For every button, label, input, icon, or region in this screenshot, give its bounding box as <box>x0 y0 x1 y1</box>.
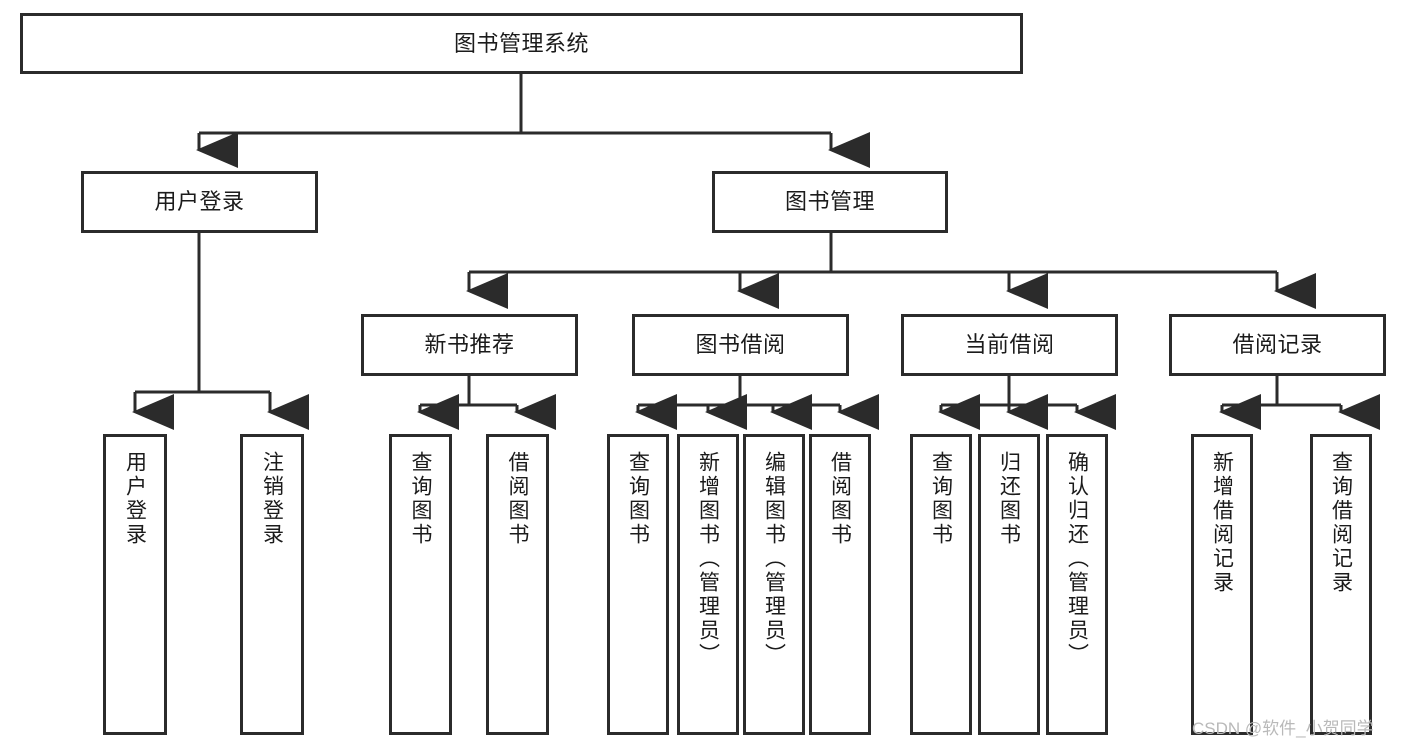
leaf-query-book-current[interactable]: 查询图书 <box>910 434 972 735</box>
leaf-query-book-recommend-label: 查询图书 <box>409 451 432 547</box>
node-book-management-label: 图书管理 <box>784 189 875 215</box>
node-book-borrow-label: 图书借阅 <box>695 332 786 358</box>
leaf-edit-book-admin[interactable]: 编辑图书（管理员） <box>743 434 805 735</box>
leaf-borrow-book-label: 借阅图书 <box>828 451 852 547</box>
leaf-query-book-recommend[interactable]: 查询图书 <box>389 434 452 735</box>
leaf-return-book-label: 归还图书 <box>997 451 1021 547</box>
leaf-user-login-label: 用户登录 <box>123 451 147 547</box>
leaf-logout[interactable]: 注销登录 <box>240 434 304 735</box>
node-current-borrow[interactable]: 当前借阅 <box>901 314 1118 376</box>
leaf-borrow-book-recommend-label: 借阅图书 <box>506 451 529 547</box>
node-user-login-label: 用户登录 <box>154 189 245 215</box>
leaf-borrow-book-recommend[interactable]: 借阅图书 <box>486 434 549 735</box>
leaf-add-borrow-record[interactable]: 新增借阅记录 <box>1191 434 1253 735</box>
node-borrow-records-label: 借阅记录 <box>1232 332 1323 358</box>
leaf-query-book-borrow[interactable]: 查询图书 <box>607 434 669 735</box>
node-book-management[interactable]: 图书管理 <box>712 171 948 233</box>
csdn-watermark: CSDN @软件_小贺同学 <box>1192 719 1374 738</box>
node-book-borrow[interactable]: 图书借阅 <box>632 314 849 376</box>
leaf-query-book-borrow-label: 查询图书 <box>626 451 650 547</box>
leaf-confirm-return-admin[interactable]: 确认归还（管理员） <box>1046 434 1108 735</box>
leaf-add-book-admin-label: 新增图书（管理员） <box>696 451 720 667</box>
leaf-user-login[interactable]: 用户登录 <box>103 434 167 735</box>
node-new-book-recommend[interactable]: 新书推荐 <box>361 314 578 376</box>
leaf-query-borrow-record[interactable]: 查询借阅记录 <box>1310 434 1372 735</box>
leaf-borrow-book[interactable]: 借阅图书 <box>809 434 871 735</box>
node-borrow-records[interactable]: 借阅记录 <box>1169 314 1386 376</box>
leaf-confirm-return-admin-label: 确认归还（管理员） <box>1065 451 1089 667</box>
node-root[interactable]: 图书管理系统 <box>20 13 1023 74</box>
node-root-label: 图书管理系统 <box>453 30 589 56</box>
leaf-query-borrow-record-label: 查询借阅记录 <box>1329 451 1353 595</box>
leaf-add-book-admin[interactable]: 新增图书（管理员） <box>677 434 739 735</box>
node-current-borrow-label: 当前借阅 <box>964 332 1055 358</box>
leaf-return-book[interactable]: 归还图书 <box>978 434 1040 735</box>
node-user-login[interactable]: 用户登录 <box>81 171 318 233</box>
leaf-logout-label: 注销登录 <box>260 451 284 547</box>
leaf-query-book-current-label: 查询图书 <box>929 451 953 547</box>
node-new-book-recommend-label: 新书推荐 <box>424 332 515 358</box>
leaf-add-borrow-record-label: 新增借阅记录 <box>1210 451 1234 595</box>
leaf-edit-book-admin-label: 编辑图书（管理员） <box>762 451 786 667</box>
